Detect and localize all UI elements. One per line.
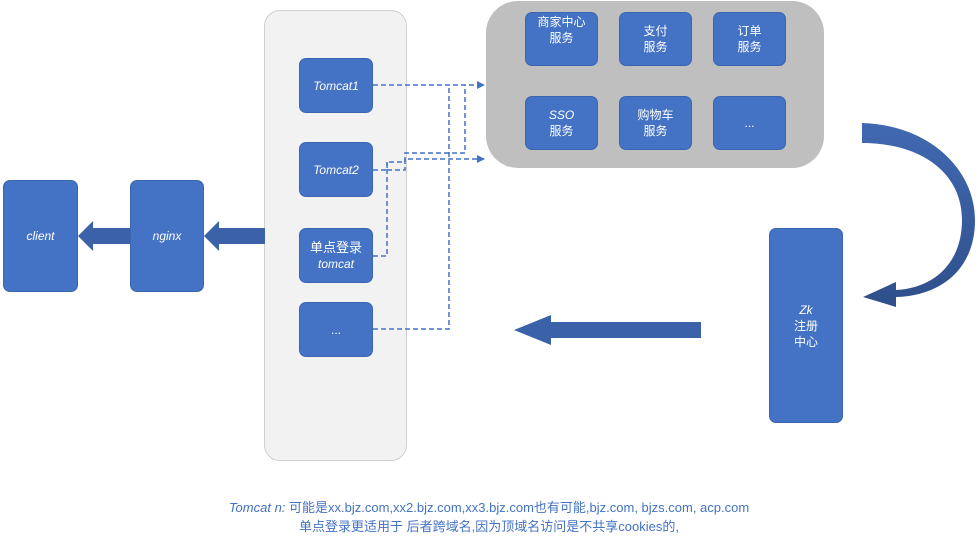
service-sso-box[interactable]: SSO 服务 <box>525 96 598 150</box>
connector-ellipsis-tomcat <box>373 85 450 330</box>
nginx-label: nginx <box>152 229 182 243</box>
service-payment-line2: 服务 <box>643 40 668 54</box>
service-merchant-line2: 服务 <box>549 31 574 45</box>
tomcat-more-label: ... <box>330 322 341 337</box>
connector-tomcat2 <box>373 85 466 171</box>
zk-registry-box[interactable]: Zk 注册 中心 <box>769 228 843 423</box>
caption-line1: Tomcat n: 可能是xx.bjz.com,xx2.bjz.com,xx3.… <box>0 499 978 517</box>
caption-line1-prefix: Tomcat n: <box>228 500 290 515</box>
tomcat1-box[interactable]: Tomcat1 <box>299 58 373 113</box>
arrow-nginx-to-client <box>78 221 130 251</box>
sso-tomcat-label-line2: tomcat <box>317 256 354 271</box>
caption-line2: 单点登录更适用于 后者跨域名,因为顶域名访问是不共享cookies的, <box>0 518 978 536</box>
service-more-label: ... <box>744 116 755 130</box>
service-payment-box[interactable]: 支付 服务 <box>619 12 692 66</box>
tomcat2-box[interactable]: Tomcat2 <box>299 142 373 197</box>
service-sso-line1: SSO <box>548 108 575 122</box>
service-cart-line2: 服务 <box>643 124 668 138</box>
sso-tomcat-label-line1: 单点登录 <box>309 239 362 255</box>
service-order-line2: 服务 <box>737 40 762 54</box>
curved-arrow-services-to-registry <box>862 123 975 307</box>
connector-tomcat2-b <box>387 155 485 171</box>
nginx-box[interactable]: nginx <box>130 180 204 292</box>
service-cart-line1: 购物车 <box>637 108 674 122</box>
service-sso-line2: 服务 <box>549 124 574 138</box>
sso-tomcat-box[interactable]: 单点登录 tomcat <box>299 228 373 283</box>
tomcat1-label: Tomcat1 <box>313 78 359 93</box>
service-payment-line1: 支付 <box>643 24 668 38</box>
registry-line3: 中心 <box>793 334 818 349</box>
caption-line1-rest: 可能是xx.bjz.com,xx2.bjz.com,xx3.bjz.com也有可… <box>289 500 750 515</box>
service-cart-box[interactable]: 购物车 服务 <box>619 96 692 150</box>
arrow-tomcats-to-nginx <box>204 221 265 251</box>
service-more-box[interactable]: ... <box>713 96 786 150</box>
client-label: client <box>26 229 55 243</box>
caption-line2-text: 单点登录更适用于 后者跨域名,因为顶域名访问是不共享cookies的, <box>299 519 679 534</box>
registry-line1: Zk <box>799 302 813 317</box>
arrow-registry-to-tomcats <box>514 315 701 345</box>
service-order-box[interactable]: 订单 服务 <box>713 12 786 66</box>
connector-sso-tomcat <box>373 162 388 257</box>
client-box[interactable]: client <box>3 180 78 292</box>
service-merchant-box[interactable]: 商家中心 服务 <box>525 12 598 66</box>
tomcat-more-box[interactable]: ... <box>299 302 373 357</box>
service-merchant-line1: 商家中心 <box>537 15 586 29</box>
registry-line2: 注册 <box>793 318 818 333</box>
service-order-line1: 订单 <box>737 24 762 38</box>
tomcat2-label: Tomcat2 <box>313 162 359 177</box>
